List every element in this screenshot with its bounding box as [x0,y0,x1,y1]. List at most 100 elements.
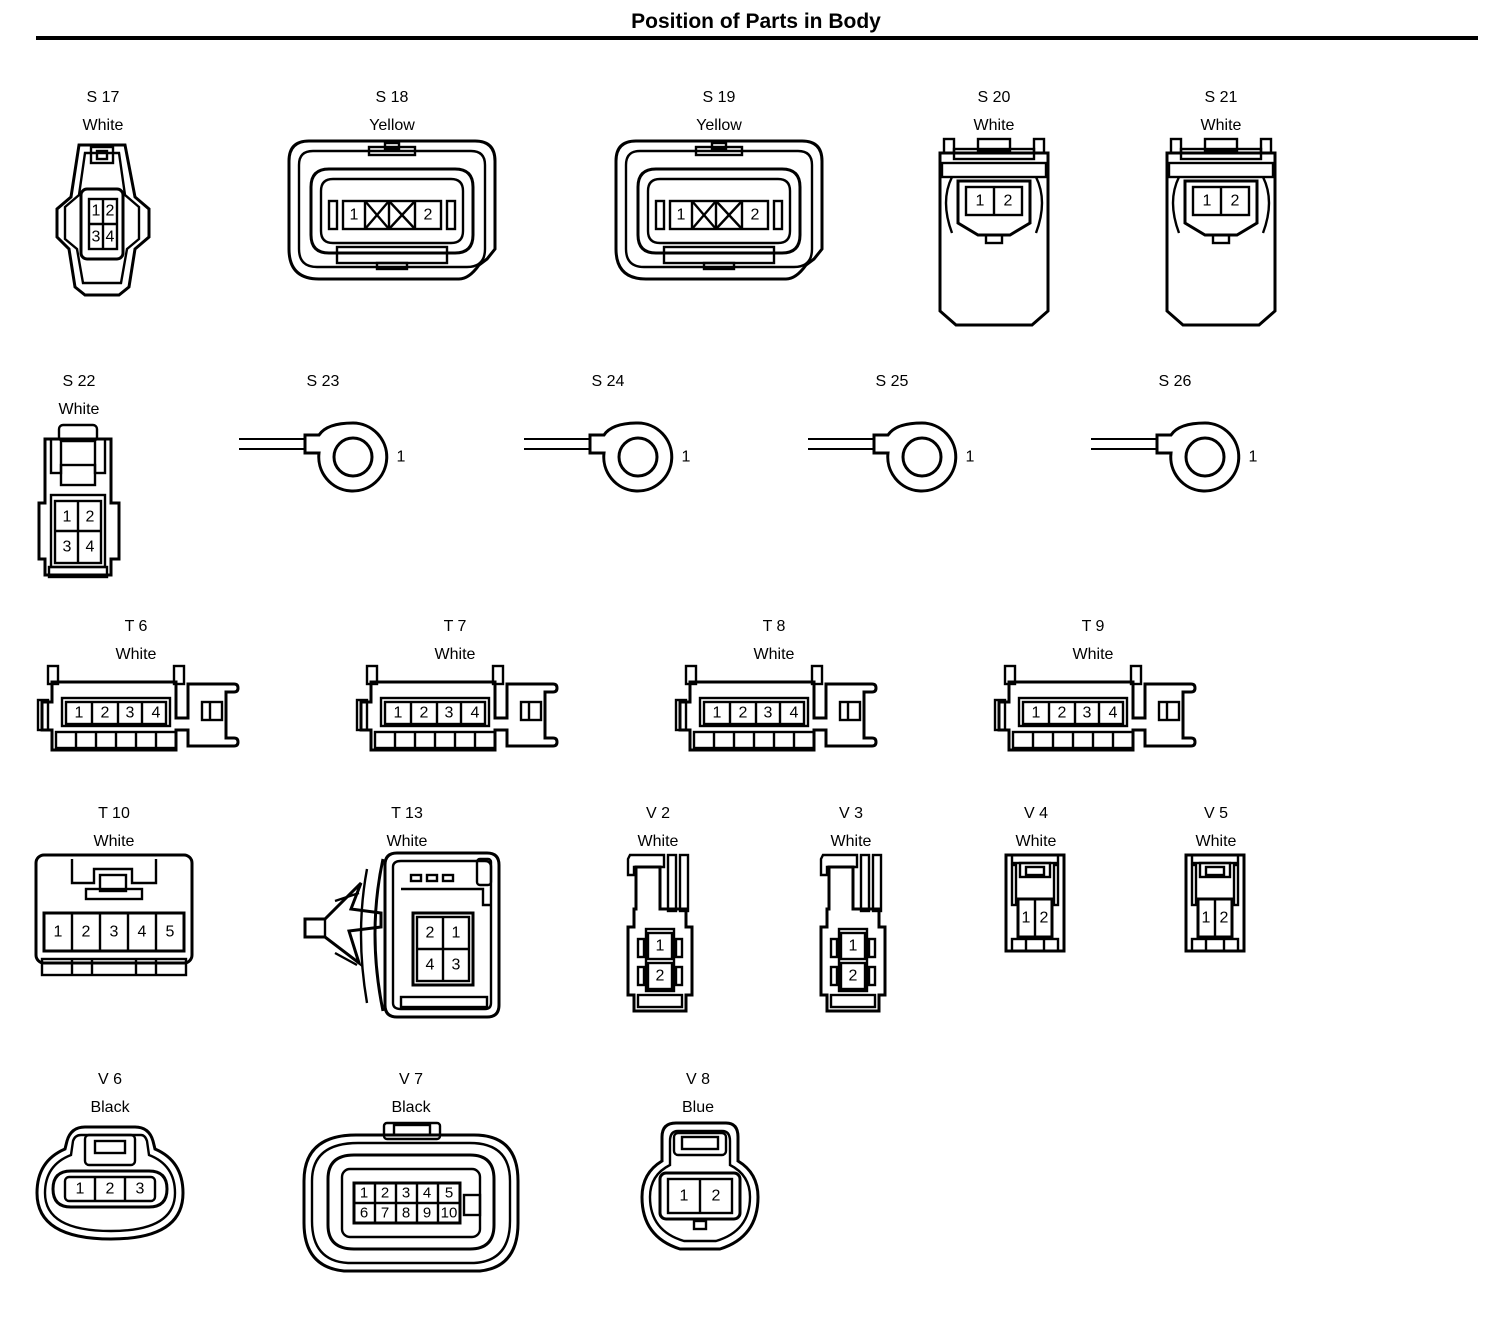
pin-label: 7 [381,1205,389,1222]
pin-label: 2 [1220,910,1229,927]
connector-code: T 9 [1081,618,1105,635]
pin-label: 2 [1231,193,1240,210]
connector-code: S 24 [591,373,625,390]
pin-label: 1 [1032,705,1041,722]
pin-label: 5 [166,924,175,941]
title-rule [36,36,1478,40]
pin-label: 4 [86,539,95,556]
connector-code: S 17 [86,89,120,106]
connector-code: S 21 [1204,89,1238,106]
connector-code: S 25 [875,373,909,390]
connector-code: V 2 [645,805,670,822]
connector-code: V 4 [1023,805,1048,822]
pin-label: 2 [1004,193,1013,210]
pin-label: 4 [471,705,480,722]
connector-color: White [58,401,100,418]
connector-color: White [1200,117,1242,134]
pin-label: 2 [426,925,435,942]
pin-label: 10 [441,1205,458,1222]
pin-label: 3 [445,705,454,722]
pin-label: 1 [92,203,101,220]
connector-color: White [753,646,795,663]
pin-label: 2 [420,705,429,722]
connector-code: S 22 [62,373,96,390]
pin-label: 1 [1203,193,1212,210]
connector-code: V 3 [838,805,863,822]
connector-color: White [973,117,1015,134]
pin-label: 1 [397,449,406,466]
connector-code: T 10 [98,805,130,822]
pin-label: 2 [106,1181,115,1198]
pin-label: 3 [63,539,72,556]
pin-label: 2 [751,207,760,224]
connector-code: S 23 [306,373,340,390]
pin-label: 1 [682,449,691,466]
pin-label: 4 [426,957,435,974]
pin-label: 1 [966,449,975,466]
pin-label: 1 [677,207,686,224]
pin-label: 1 [849,938,858,955]
pin-label: 2 [1040,910,1049,927]
connector-color: White [830,833,872,850]
pin-label: 8 [402,1205,410,1222]
pin-label: 4 [1109,705,1118,722]
pin-label: 2 [849,968,858,985]
pin-label: 1 [656,938,665,955]
connector-color: White [93,833,135,850]
connector-color: Black [90,1099,130,1116]
pin-label: 1 [394,705,403,722]
connector-color: Blue [681,1099,715,1116]
pin-label: 5 [445,1185,453,1202]
pin-label: 9 [423,1205,431,1222]
pin-label: 1 [76,1181,85,1198]
connector-code: V 7 [398,1071,423,1088]
pin-label: 1 [75,705,84,722]
page-title: Position of Parts in Body [631,10,881,33]
pin-label: 1 [1202,910,1211,927]
pin-label: 2 [101,705,110,722]
pin-label: 3 [92,229,101,246]
pin-label: 4 [106,229,115,246]
connector-drawing: 1 [239,421,406,493]
connector-code: S 19 [702,89,736,106]
pin-label: 2 [106,203,115,220]
connector-code: T 7 [443,618,467,635]
pin-label: 3 [126,705,135,722]
connector-color: White [637,833,679,850]
connector-code: V 8 [685,1071,710,1088]
connector-drawing: 1 [808,421,975,493]
pin-label: 3 [110,924,119,941]
connector-color: White [1195,833,1237,850]
pin-label: 1 [350,207,359,224]
connector-color: White [1015,833,1057,850]
connector-color: White [82,117,124,134]
pin-label: 1 [360,1185,368,1202]
connector-code: S 18 [375,89,409,106]
pin-label: 2 [82,924,91,941]
connector-code: S 20 [977,89,1011,106]
connector-drawing: 12 [626,853,694,1013]
pin-label: 1 [680,1188,689,1205]
connector-color: Black [391,1099,431,1116]
pin-label: 1 [63,509,72,526]
pin-label: 2 [1058,705,1067,722]
pin-label: 4 [790,705,799,722]
connector-code: T 8 [762,618,786,635]
connector-color: Yellow [696,117,742,134]
pin-label: 3 [402,1185,410,1202]
pin-label: 1 [976,193,985,210]
pin-label: 1 [452,925,461,942]
connector-drawing: 12 [819,853,887,1013]
